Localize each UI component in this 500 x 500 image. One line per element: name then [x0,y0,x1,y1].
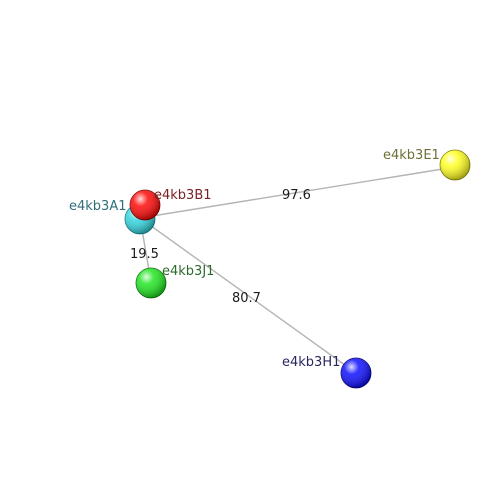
atom-e1[interactable] [439,149,471,181]
distance-labels: 97.6 19.5 80.7 [130,188,311,306]
atom-h1-shine [341,358,371,388]
distance-label-a1-j1: 19.5 [130,247,159,262]
atom-b1[interactable] [129,189,161,221]
atom-j1[interactable] [135,267,167,299]
atom-label-j1: e4kb3J1 [162,264,214,279]
distance-label-a1-h1: 80.7 [232,291,261,306]
atom-label-h1: e4kb3H1 [282,355,340,370]
edge-a1-h1 [139,217,357,374]
atom-label-e1: e4kb3E1 [383,148,440,163]
atom-b1-shine [130,190,160,220]
atom-labels: e4kb3A1 e4kb3B1 e4kb3E1 e4kb3J1 e4kb3H1 [69,148,440,370]
distance-label-a1-e1: 97.6 [282,188,311,203]
atom-h1[interactable] [340,357,372,389]
atom-e1-shine [440,150,470,180]
atom-label-b1: e4kb3B1 [154,188,212,203]
edge-a1-e1 [139,166,456,219]
atoms-layer [124,149,471,389]
atom-label-a1: e4kb3A1 [69,199,126,214]
atom-j1-shine [136,268,166,298]
